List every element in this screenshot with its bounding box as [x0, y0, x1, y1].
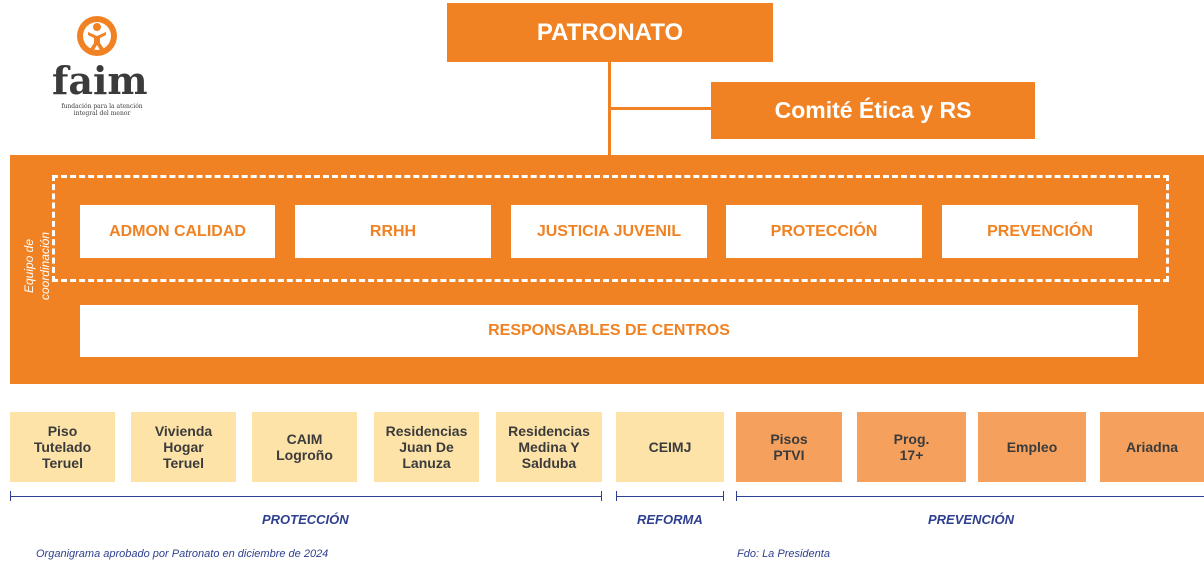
patronato-label: PATRONATO	[536, 18, 684, 46]
section-proteccion: PROTECCIÓN	[262, 512, 349, 527]
dept-prevencion: PREVENCIÓN	[942, 205, 1138, 258]
center-empleo: Empleo	[978, 412, 1086, 482]
logo-tagline-line1: fundación para la atención	[61, 103, 143, 110]
proteccion-axis-start-tick	[10, 491, 11, 501]
comite-box: Comité Ética y RS	[711, 82, 1035, 139]
dept-rrhh: RRHH	[295, 205, 491, 258]
reforma-axis-end-tick	[723, 491, 724, 501]
patronato-box: PATRONATO	[447, 3, 773, 62]
center-pisos-ptvi: Pisos PTVI	[736, 412, 842, 482]
center-residencias-medina-salduba: Residencias Medina Y Salduba	[496, 412, 602, 482]
connector-horizontal	[608, 107, 712, 110]
child-figure-icon	[77, 16, 117, 56]
responsables-centros: RESPONSABLES DE CENTROS	[80, 305, 1138, 357]
logo-tagline: fundación para la atención integral del …	[52, 103, 152, 117]
proteccion-axis	[10, 496, 602, 497]
dept-justicia-juvenil: JUSTICIA JUVENIL	[511, 205, 707, 258]
comite-label: Comité Ética y RS	[774, 97, 972, 123]
section-prevencion: PREVENCIÓN	[928, 512, 1014, 527]
center-vivienda-hogar-teruel: Vivienda Hogar Teruel	[131, 412, 236, 482]
center-caim-logrono: CAIM Logroño	[252, 412, 357, 482]
dept-admon-calidad: ADMON CALIDAD	[80, 205, 275, 258]
reforma-axis	[616, 496, 724, 497]
center-ariadna: Ariadna	[1100, 412, 1204, 482]
proteccion-axis-end-tick	[601, 491, 602, 501]
coordination-dashed-frame	[52, 175, 1169, 282]
prevencion-axis	[736, 496, 1204, 497]
center-prog-17: Prog. 17+	[857, 412, 966, 482]
reforma-axis-start-tick	[616, 491, 617, 501]
signature-note: Fdo: La Presidenta	[737, 548, 830, 560]
coordination-label: Equipo de coordinación	[22, 231, 52, 301]
center-residencias-juan-de-lanuza: Residencias Juan De Lanuza	[374, 412, 479, 482]
logo-wordmark: faim	[52, 58, 148, 103]
logo-tagline-line2: integral del menor	[73, 110, 131, 117]
section-reforma: REFORMA	[637, 512, 703, 527]
faim-logo	[50, 12, 150, 122]
approval-note: Organigrama aprobado por Patronato en di…	[36, 548, 329, 560]
prevencion-axis-start-tick	[736, 491, 737, 501]
dept-proteccion: PROTECCIÓN	[726, 205, 922, 258]
center-piso-tutelado-teruel: Piso Tutelado Teruel	[10, 412, 115, 482]
center-ceimj: CEIMJ	[616, 412, 724, 482]
